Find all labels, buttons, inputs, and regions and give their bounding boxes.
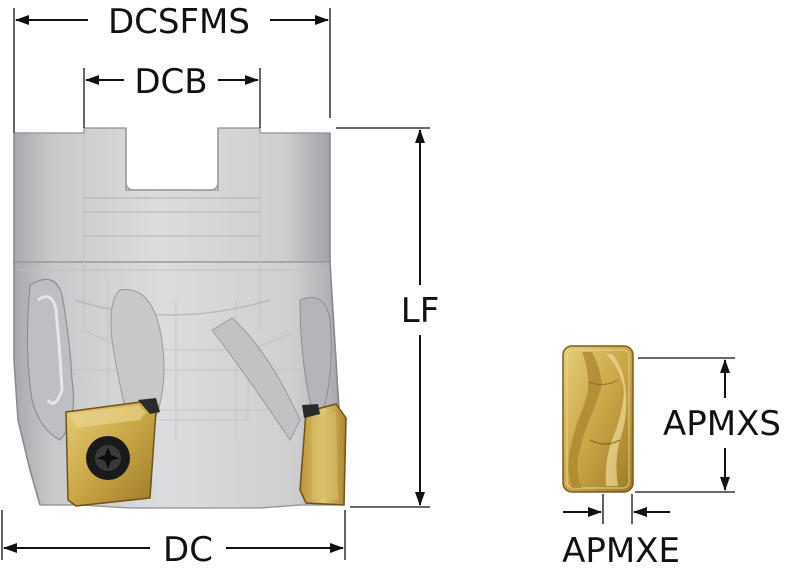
chip-flute-far-right xyxy=(299,297,332,414)
dc-dimension: DC xyxy=(1,510,346,570)
dcb-dimension: DCB xyxy=(83,62,261,128)
apmxe-dimension: APMXE xyxy=(562,494,680,571)
apmxs-dimension: APMXS xyxy=(635,357,781,493)
cutter-shank xyxy=(13,127,331,263)
apmxs-label: APMXS xyxy=(663,404,781,444)
dc-label: DC xyxy=(163,530,213,570)
dcb-label: DCB xyxy=(134,62,207,102)
apmxe-label: APMXE xyxy=(562,531,680,571)
chip-flute-right xyxy=(211,317,301,441)
standalone-insert xyxy=(562,345,634,493)
right-insert xyxy=(299,403,347,506)
dcsfms-label: DCSFMS xyxy=(108,2,250,42)
keyway-slot xyxy=(125,128,219,191)
lf-label: LF xyxy=(401,291,440,331)
cutter-body xyxy=(13,127,345,509)
lf-dimension: LF xyxy=(336,127,440,508)
left-insert xyxy=(65,398,160,507)
dcsfms-dimension: DCSFMS xyxy=(13,2,331,133)
